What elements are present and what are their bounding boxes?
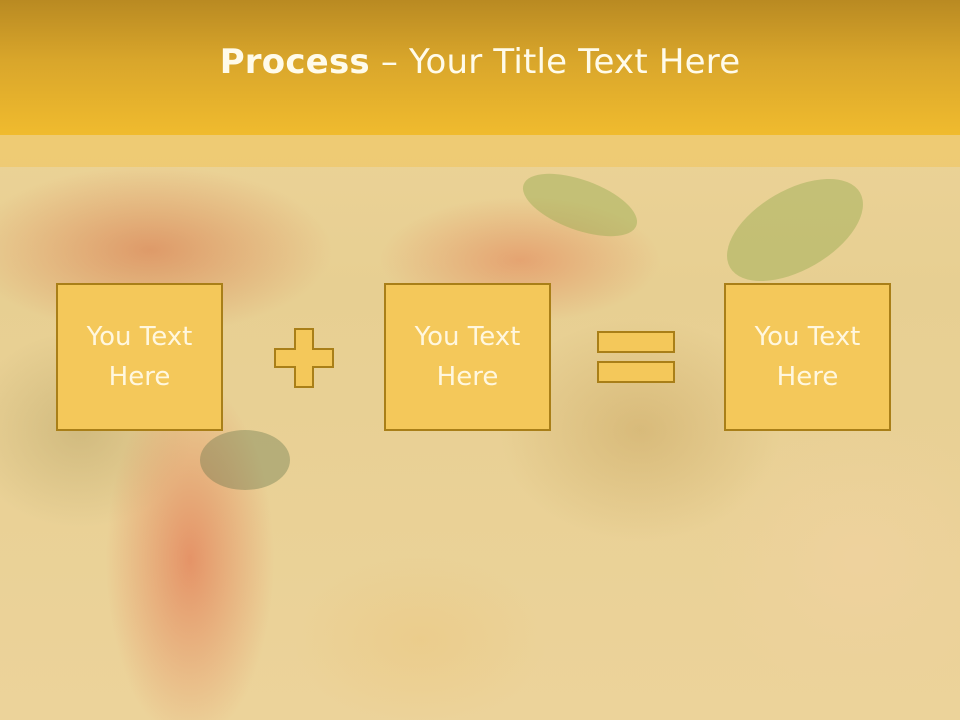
box-text-line1: You Text — [86, 322, 193, 352]
plus-icon — [274, 328, 334, 388]
herb-leaf — [200, 430, 290, 490]
equals-icon — [597, 331, 675, 383]
herb-leaf — [710, 157, 880, 303]
title-rest: – Your Title Text Here — [369, 41, 741, 82]
process-box-3[interactable]: You Text Here — [724, 283, 891, 431]
title-strip — [0, 135, 960, 167]
box-text-line2: Here — [436, 362, 499, 392]
title-bar: Process – Your Title Text Here — [0, 0, 960, 135]
slide-title: Process – Your Title Text Here — [220, 42, 741, 82]
box-text-line2: Here — [776, 362, 839, 392]
box-text: You Text Here — [87, 317, 193, 397]
box-text-line1: You Text — [754, 322, 861, 352]
box-text: You Text Here — [415, 317, 521, 397]
process-box-2[interactable]: You Text Here — [384, 283, 551, 431]
box-text: You Text Here — [755, 317, 861, 397]
box-text-line1: You Text — [414, 322, 521, 352]
process-box-1[interactable]: You Text Here — [56, 283, 223, 431]
herb-leaf — [515, 160, 645, 250]
box-text-line2: Here — [108, 362, 171, 392]
title-bold: Process — [219, 41, 370, 82]
